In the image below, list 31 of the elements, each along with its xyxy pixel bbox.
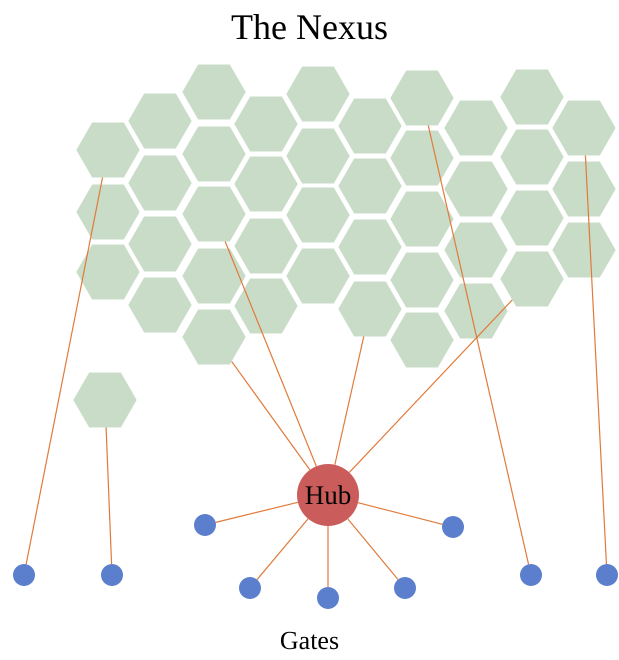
hexagon-cell [76,122,140,178]
connector-line [347,518,398,580]
connector-line [216,502,298,523]
hub-label: Hub [304,482,352,508]
connector-line [348,299,513,473]
gate-dot [239,577,261,599]
gate-dot [101,564,123,586]
hub-circle [297,464,359,526]
connector-line [584,156,608,564]
hexagon-cell [500,251,564,307]
connector-line [327,526,329,587]
connector-line [358,502,442,525]
hexagon-cell [552,100,616,156]
gate-dot [520,564,542,586]
diagram-title: The Nexus [231,6,388,48]
gate-dot [394,577,416,599]
connector-line [26,177,104,564]
gate-dot [596,564,618,586]
connector-line [334,336,364,465]
gate-dot [13,564,35,586]
hexagon-cell [338,281,402,337]
connector-line [256,518,309,580]
gate-dot [442,516,464,538]
hexagon-cell [182,186,246,242]
gate-dot [317,587,339,609]
gate-dot [194,514,216,536]
connector-line [428,125,530,564]
gates-caption: Gates [280,626,340,656]
connector-line [106,428,112,564]
connector-line [231,361,310,470]
connector-line [224,241,317,466]
